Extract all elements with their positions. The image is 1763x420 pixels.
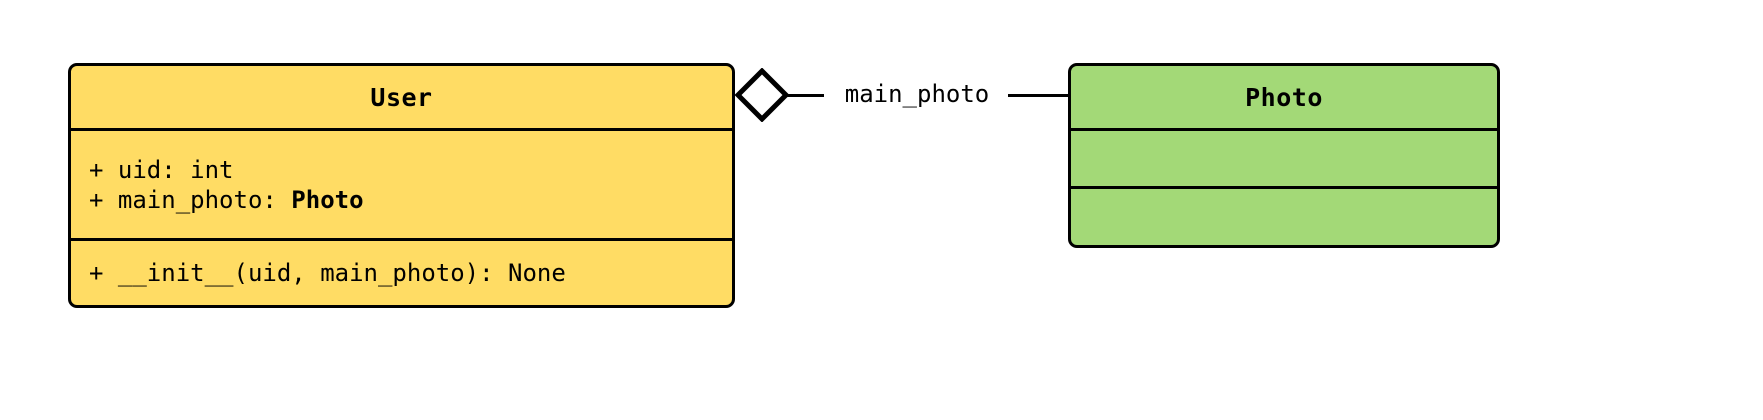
attribute-text: + uid: int [89, 155, 234, 184]
association-line-left [786, 94, 824, 97]
class-methods-photo [1071, 186, 1497, 245]
class-title-user: User [370, 82, 433, 112]
attribute-text: + main_photo: [89, 185, 292, 214]
class-methods-user: + __init__(uid, main_photo): None [71, 238, 732, 305]
method-text: + __init__(uid, main_photo): None [89, 259, 566, 287]
attribute-row: + uid: int [89, 155, 714, 185]
association-line-right [1008, 94, 1071, 97]
association-label: main_photo [844, 80, 990, 108]
attribute-type-ref: Photo [291, 185, 364, 214]
class-box-user[interactable]: User + uid: int + main_photo: Photo + __… [68, 63, 735, 308]
attribute-row: + main_photo: Photo [89, 185, 714, 215]
class-box-photo[interactable]: Photo [1068, 63, 1500, 248]
method-row: + __init__(uid, main_photo): None [89, 258, 714, 288]
class-title-photo: Photo [1245, 82, 1323, 112]
class-attributes-user: + uid: int + main_photo: Photo [71, 128, 732, 238]
class-attributes-photo [1071, 128, 1497, 186]
aggregation-diamond-icon [735, 68, 789, 122]
